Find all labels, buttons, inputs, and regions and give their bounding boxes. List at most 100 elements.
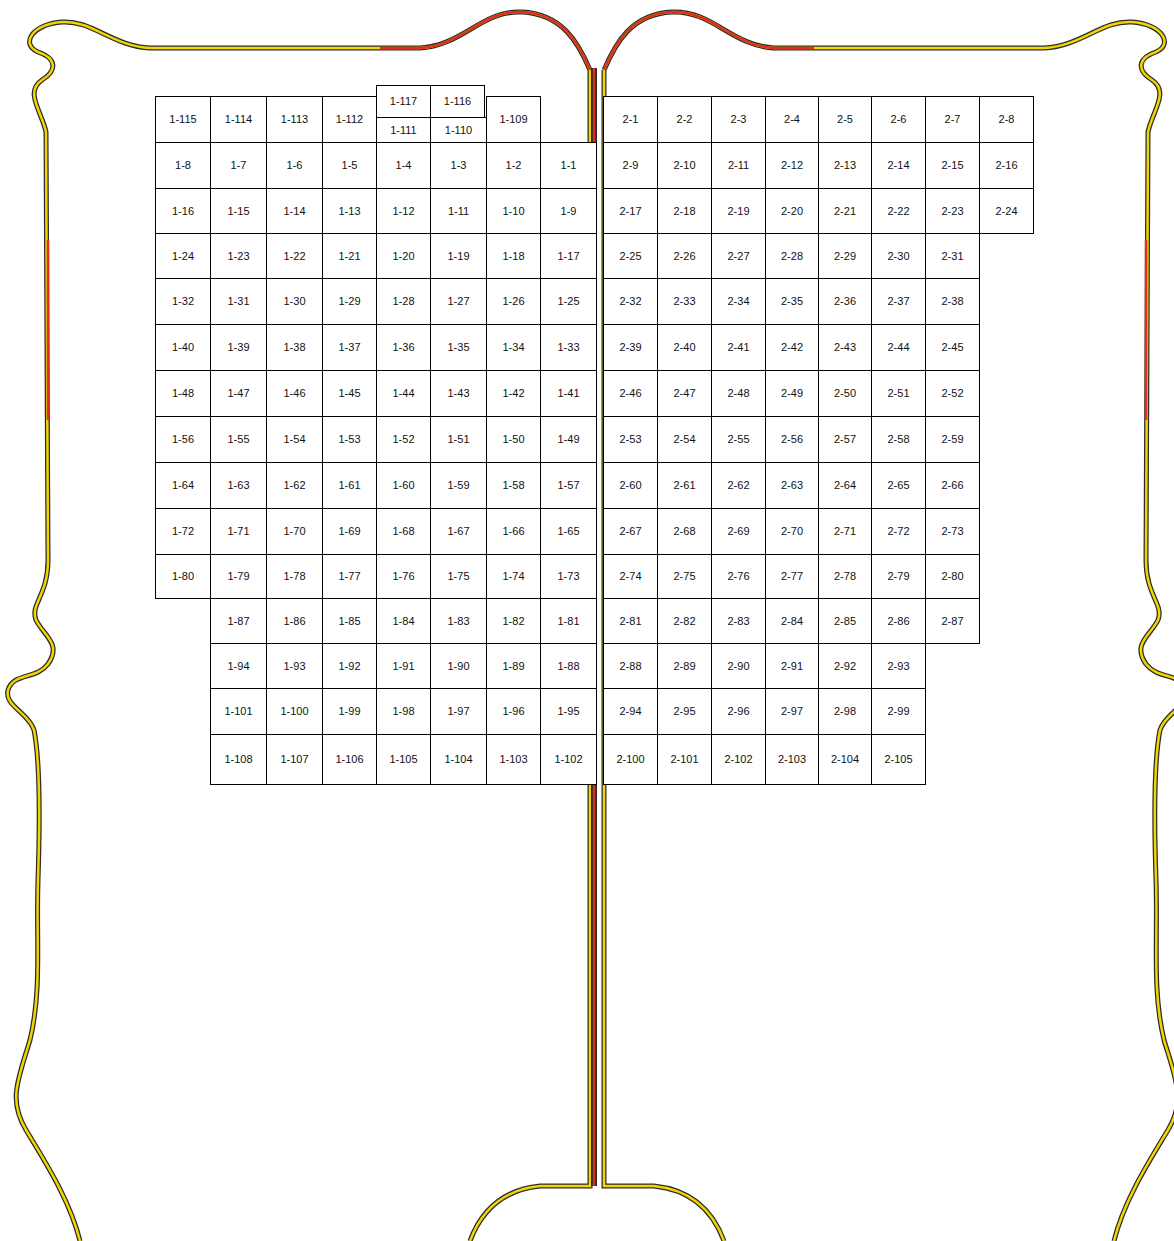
hide-cell: 2-24 bbox=[979, 188, 1034, 234]
cell-number: 2-15 bbox=[941, 160, 963, 171]
hide-cell: 2-59 bbox=[925, 416, 980, 463]
hide-cell: 1-117 bbox=[376, 85, 431, 118]
hide-cell: 1-11 bbox=[430, 188, 487, 234]
hide-cell: 2-94 bbox=[603, 688, 658, 735]
cell-number: 1-107 bbox=[280, 754, 308, 765]
cell-number: 2-104 bbox=[831, 754, 859, 765]
cell-number: 1-7 bbox=[231, 160, 247, 171]
cell-number: 1-61 bbox=[338, 480, 360, 491]
hide-cell: 1-21 bbox=[322, 233, 377, 279]
hide-cell: 1-110 bbox=[430, 117, 487, 143]
hide-cell: 2-52 bbox=[925, 370, 980, 417]
hide-cell: 2-30 bbox=[871, 233, 926, 279]
cell-number: 2-22 bbox=[887, 206, 909, 217]
hide-cell: 2-93 bbox=[871, 643, 926, 689]
cell-number: 2-34 bbox=[727, 296, 749, 307]
hide-cell: 1-26 bbox=[486, 278, 541, 325]
hide-cell: 1-91 bbox=[376, 643, 431, 689]
hide-cell: 2-85 bbox=[818, 598, 872, 644]
cell-number: 1-53 bbox=[338, 434, 360, 445]
hide-cell: 1-78 bbox=[266, 554, 323, 599]
hide-cell: 2-15 bbox=[925, 142, 980, 189]
hide-cell: 2-100 bbox=[603, 734, 658, 785]
cell-number: 1-62 bbox=[283, 480, 305, 491]
cell-number: 2-50 bbox=[834, 388, 856, 399]
hide-cell: 2-51 bbox=[871, 370, 926, 417]
cell-number: 2-101 bbox=[670, 754, 698, 765]
cell-number: 2-6 bbox=[891, 114, 907, 125]
cell-number: 2-14 bbox=[887, 160, 909, 171]
cell-number: 1-1 bbox=[561, 160, 577, 171]
cell-number: 2-10 bbox=[673, 160, 695, 171]
cell-number: 2-44 bbox=[887, 342, 909, 353]
cell-number: 1-31 bbox=[227, 296, 249, 307]
hide-cell: 1-25 bbox=[540, 278, 597, 325]
hide-cell: 2-71 bbox=[818, 508, 872, 555]
hide-cell: 1-66 bbox=[486, 508, 541, 555]
cell-number: 2-5 bbox=[837, 114, 853, 125]
hide-cell: 1-81 bbox=[540, 598, 597, 644]
hide-cell: 1-45 bbox=[322, 370, 377, 417]
cell-number: 2-30 bbox=[887, 251, 909, 262]
cell-number: 2-13 bbox=[834, 160, 856, 171]
hide-cell: 2-61 bbox=[657, 462, 712, 509]
cell-number: 1-38 bbox=[283, 342, 305, 353]
hide-cell: 1-99 bbox=[322, 688, 377, 735]
hide-cell: 1-29 bbox=[322, 278, 377, 325]
cell-number: 2-78 bbox=[834, 571, 856, 582]
hide-cell: 2-34 bbox=[711, 278, 766, 325]
cell-number: 2-94 bbox=[619, 706, 641, 717]
cell-number: 1-74 bbox=[502, 571, 524, 582]
hide-cell: 2-49 bbox=[765, 370, 819, 417]
hide-cell: 1-4 bbox=[376, 142, 431, 189]
hide-edge bbox=[8, 12, 590, 1241]
hide-cell: 1-5 bbox=[322, 142, 377, 189]
cell-number: 1-20 bbox=[392, 251, 414, 262]
cell-number: 1-65 bbox=[557, 526, 579, 537]
cell-number: 2-73 bbox=[941, 526, 963, 537]
hide-cell: 1-57 bbox=[540, 462, 597, 509]
hide-cell: 1-70 bbox=[266, 508, 323, 555]
cell-number: 1-8 bbox=[175, 160, 191, 171]
hide-cell: 2-64 bbox=[818, 462, 872, 509]
hide-cell: 1-101 bbox=[210, 688, 267, 735]
hide-cell: 2-80 bbox=[925, 554, 980, 599]
cell-number: 1-3 bbox=[451, 160, 467, 171]
cell-number: 1-45 bbox=[338, 388, 360, 399]
hide-cell: 2-12 bbox=[765, 142, 819, 189]
cell-number: 1-60 bbox=[392, 480, 414, 491]
cell-number: 2-65 bbox=[887, 480, 909, 491]
hide-cell: 1-53 bbox=[322, 416, 377, 463]
hide-cell: 1-50 bbox=[486, 416, 541, 463]
hide-cell: 2-58 bbox=[871, 416, 926, 463]
hide-cell: 1-35 bbox=[430, 324, 487, 371]
hide-cell: 1-102 bbox=[540, 734, 597, 785]
cell-number: 2-25 bbox=[619, 251, 641, 262]
cell-number: 2-83 bbox=[727, 616, 749, 627]
cell-number: 2-103 bbox=[778, 754, 806, 765]
hide-cell: 2-48 bbox=[711, 370, 766, 417]
hide-cell: 1-40 bbox=[155, 324, 211, 371]
hide-cell: 2-101 bbox=[657, 734, 712, 785]
cell-number: 1-14 bbox=[283, 206, 305, 217]
cell-number: 1-103 bbox=[499, 754, 527, 765]
cell-number: 2-99 bbox=[887, 706, 909, 717]
hide-cell: 2-17 bbox=[603, 188, 658, 234]
cell-number: 1-117 bbox=[390, 96, 417, 107]
cell-number: 1-32 bbox=[172, 296, 194, 307]
hide-cell: 1-100 bbox=[266, 688, 323, 735]
hide-cell: 1-56 bbox=[155, 416, 211, 463]
cell-number: 1-52 bbox=[392, 434, 414, 445]
hide-cell: 2-45 bbox=[925, 324, 980, 371]
hide-cell: 2-13 bbox=[818, 142, 872, 189]
cell-number: 2-9 bbox=[623, 160, 639, 171]
hide-cell: 2-89 bbox=[657, 643, 712, 689]
hide-cell: 2-90 bbox=[711, 643, 766, 689]
hide-cell: 1-109 bbox=[486, 96, 541, 143]
cell-number: 1-70 bbox=[283, 526, 305, 537]
hide-cell: 1-51 bbox=[430, 416, 487, 463]
hide-cell: 1-24 bbox=[155, 233, 211, 279]
cell-number: 2-58 bbox=[887, 434, 909, 445]
cell-number: 1-91 bbox=[392, 661, 414, 672]
cell-number: 2-53 bbox=[619, 434, 641, 445]
